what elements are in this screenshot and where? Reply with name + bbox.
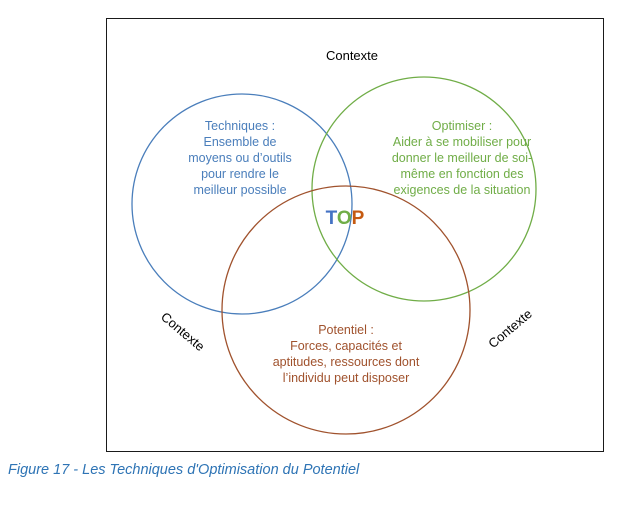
optimiser-line: Aider à se mobiliser pour xyxy=(393,135,531,149)
optimiser-line: Optimiser : xyxy=(432,119,492,133)
potentiel-line: aptitudes, ressources dont xyxy=(273,355,420,369)
potentiel-line: Forces, capacités et xyxy=(290,339,402,353)
optimiser-circle xyxy=(311,76,537,302)
frame-border xyxy=(106,18,604,452)
optimiser-line: même en fonction des xyxy=(401,167,524,181)
techniques-line: moyens ou d’outils xyxy=(188,151,292,165)
techniques-circle xyxy=(131,93,353,315)
context-label-top: Contexte xyxy=(326,48,378,63)
techniques-line: Ensemble de xyxy=(204,135,277,149)
optimiser-text: Optimiser : Aider à se mobiliser pour do… xyxy=(392,119,532,197)
potentiel-circle xyxy=(221,185,471,435)
top-letter-o: O xyxy=(337,208,352,229)
top-letter-p: P xyxy=(352,208,365,229)
potentiel-line: Potentiel : xyxy=(318,323,374,337)
optimiser-line: donner le meilleur de soi- xyxy=(392,151,532,165)
techniques-line: meilleur possible xyxy=(193,183,286,197)
potentiel-text: Potentiel : Forces, capacités et aptitud… xyxy=(273,323,420,385)
techniques-line: pour rendre le xyxy=(201,167,279,181)
top-acronym: TOP xyxy=(326,208,365,229)
techniques-text: Techniques : Ensemble de moyens ou d’out… xyxy=(188,119,292,197)
optimiser-line: exigences de la situation xyxy=(394,183,531,197)
venn-diagram: Contexte Techniques : Ensemble de moyens… xyxy=(106,18,604,452)
techniques-line: Techniques : xyxy=(205,119,275,133)
potentiel-line: l’individu peut disposer xyxy=(283,371,409,385)
figure-caption: Figure 17 - Les Techniques d'Optimisatio… xyxy=(8,462,360,478)
top-letter-t: T xyxy=(326,208,338,229)
